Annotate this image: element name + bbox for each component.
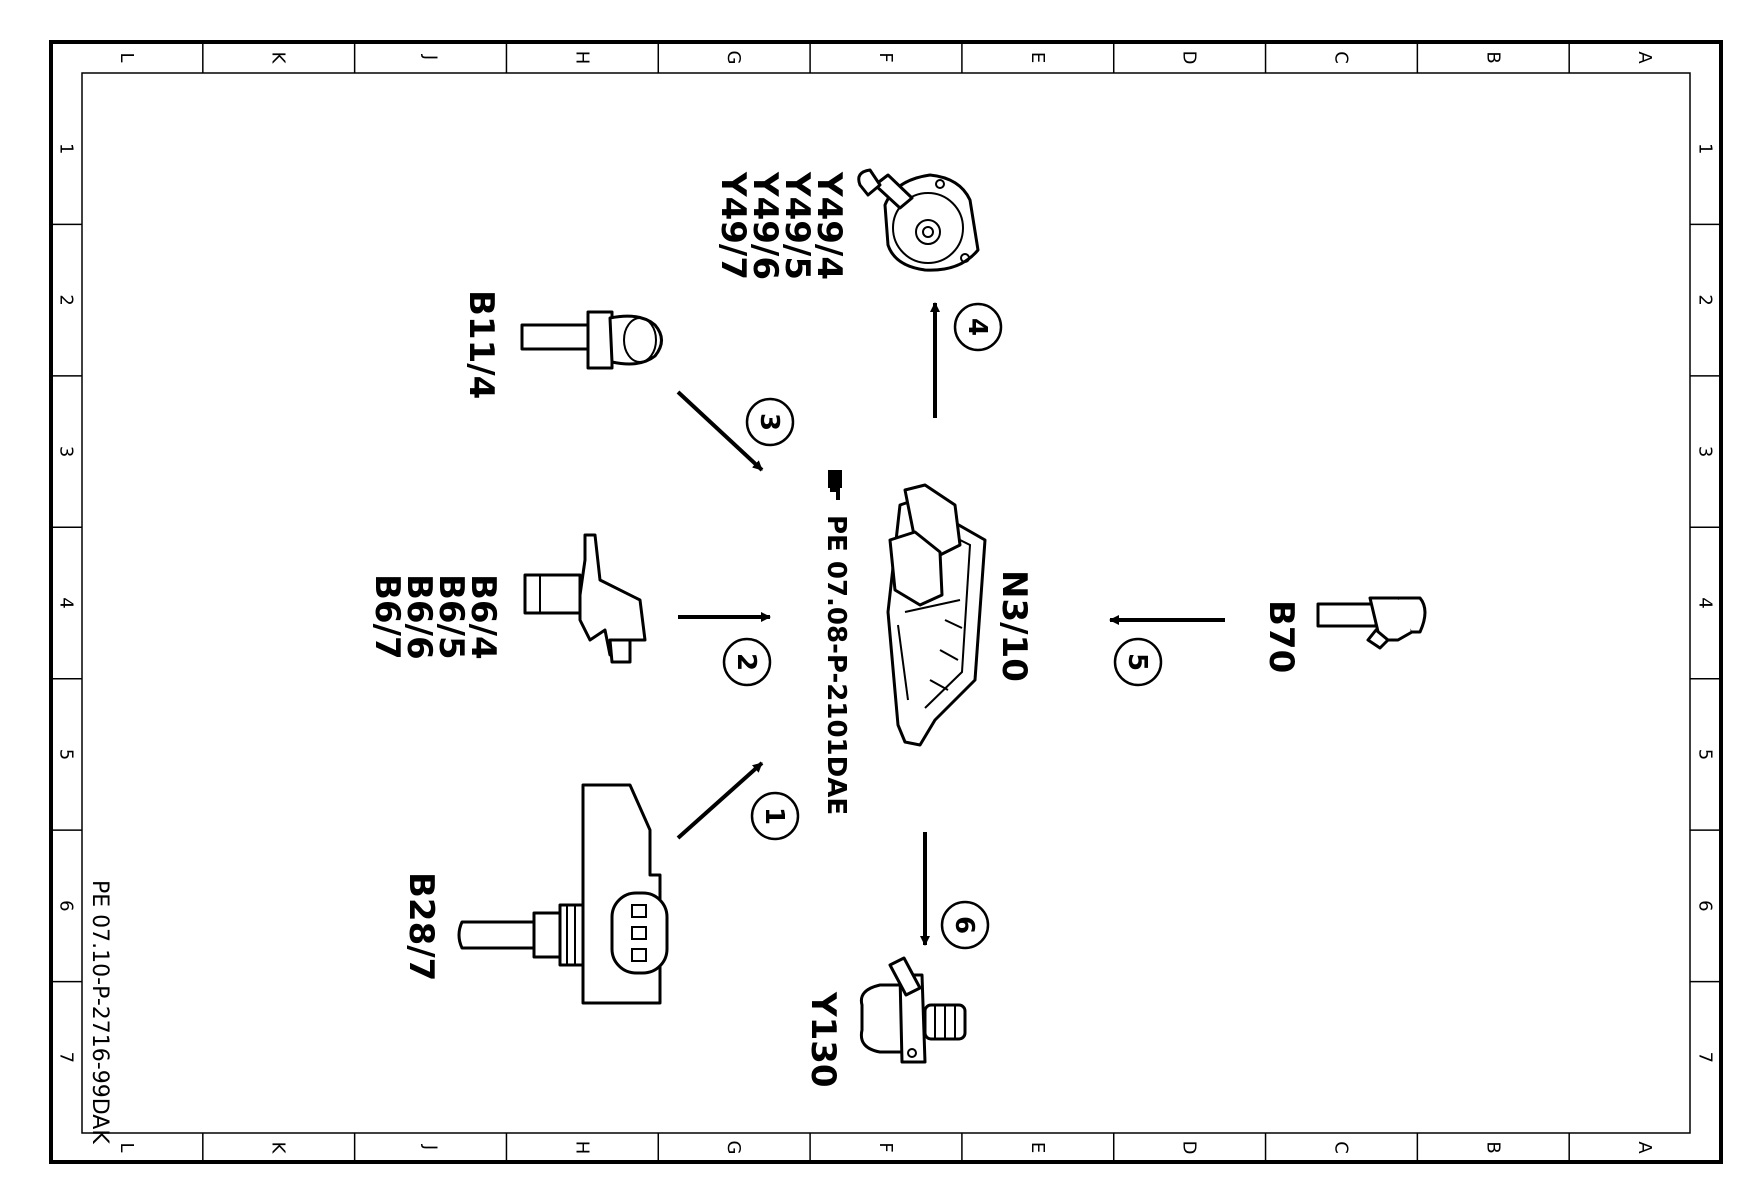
frame-column-label: H <box>571 51 592 65</box>
frame-row-label: 7 <box>56 1052 77 1063</box>
frame-column-label: F <box>875 52 896 62</box>
svg-text:3: 3 <box>754 413 784 431</box>
camshaft-sensor-label-1: B6/4 <box>463 574 503 660</box>
frame-column-label: J <box>420 1144 441 1150</box>
frame-column-label: B <box>1482 51 1503 63</box>
camshaft-actuator-label-3: Y49/6 <box>745 171 785 280</box>
frame-column-label: A <box>1634 51 1655 64</box>
frame-row-label: 6 <box>1695 900 1716 911</box>
drawing-frame <box>49 40 1723 1164</box>
speed-sensor-drawing <box>1316 596 1427 650</box>
frame-row-label: 5 <box>56 749 77 760</box>
frame-column-label: H <box>571 1141 592 1155</box>
camshaft-actuator-label-4: Y49/7 <box>713 171 753 280</box>
signal-marker-1: 1 <box>750 791 800 841</box>
oil-pump-valve-drawing <box>859 956 967 1064</box>
control-unit-drawing <box>886 483 987 747</box>
camshaft-sensor-label-3: B6/6 <box>399 574 439 660</box>
oil-pump-valve-label: Y130 <box>803 991 843 1088</box>
frame-column-label: G <box>723 1141 744 1155</box>
reference-link[interactable]: PE 07.08-P-2101DAE <box>821 515 851 815</box>
arrow-signal-1 <box>676 761 764 840</box>
frame-row-label: 3 <box>1695 446 1716 457</box>
frame-row-label: 5 <box>1695 749 1716 760</box>
signal-marker-2: 2 <box>722 637 772 687</box>
frame-column-label: D <box>1179 51 1200 65</box>
frame-column-label: D <box>1179 1141 1200 1155</box>
frame-column-label: F <box>875 1142 896 1152</box>
speed-sensor-label: B70 <box>1261 600 1301 673</box>
frame-row-label: 2 <box>1695 294 1716 305</box>
camshaft-actuator-drawing <box>857 168 980 272</box>
signal-marker-5: 5 <box>1113 637 1163 687</box>
camshaft-actuator-label-2: Y49/5 <box>777 171 817 280</box>
frame-column-label: K <box>268 52 289 65</box>
frame-row-label: 1 <box>56 143 77 154</box>
frame-column-label: C <box>1330 51 1351 64</box>
camshaft-sensor-drawing <box>523 533 647 664</box>
arrow-signal-3 <box>676 390 764 472</box>
frame-column-label: L <box>116 52 137 62</box>
camshaft-sensor-label-4: B6/7 <box>367 574 407 660</box>
frame-row-label: 3 <box>56 446 77 457</box>
frame-column-label: B <box>1482 1141 1503 1153</box>
frame-column-label: C <box>1330 1141 1351 1154</box>
svg-text:2: 2 <box>731 653 761 671</box>
oil-pressure-sensor-drawing <box>457 783 669 1005</box>
frame-row-label: 6 <box>56 900 77 911</box>
frame-row-label: 7 <box>1695 1052 1716 1063</box>
camshaft-actuator-label-1: Y49/4 <box>809 171 849 280</box>
signal-markers: 1 2 3 4 5 6 <box>722 302 1163 950</box>
pointing-hand-icon <box>828 470 842 500</box>
frame-column-label: E <box>1027 52 1048 63</box>
signal-marker-3: 3 <box>745 397 795 447</box>
svg-text:6: 6 <box>949 916 979 934</box>
svg-text:4: 4 <box>962 318 992 336</box>
frame-row-label: 2 <box>56 294 77 305</box>
frame-column-label: L <box>116 1142 137 1152</box>
control-unit-label: N3/10 <box>994 570 1034 682</box>
signal-marker-4: 4 <box>953 302 1003 352</box>
frame-column-label: G <box>723 51 744 65</box>
temperature-sensor-label: B11/4 <box>461 290 501 399</box>
frame-column-label: A <box>1634 1141 1655 1154</box>
frame-row-label: 4 <box>56 597 77 608</box>
camshaft-sensor-label-2: B6/5 <box>431 574 471 660</box>
frame-column-label: E <box>1027 1142 1048 1153</box>
drawing-id-label: PE 07.10-P-2716-99DAK <box>87 880 112 1144</box>
oil-pressure-sensor-label: B28/7 <box>401 872 441 981</box>
signal-marker-6: 6 <box>940 900 990 950</box>
frame-column-label: J <box>420 54 441 60</box>
frame-row-label: 4 <box>1695 597 1716 608</box>
svg-text:1: 1 <box>759 807 789 825</box>
signal-arrows <box>676 302 1225 946</box>
frame-labels: L L K K J J H H G G F F E E D D C C B B A A 1 1 2 2 3 3 4 4 5 5 6 6 7 7 <box>56 51 1716 1155</box>
frame-column-label: K <box>268 1142 289 1155</box>
temperature-sensor-drawing <box>520 310 663 370</box>
frame-row-label: 1 <box>1695 143 1716 154</box>
svg-text:5: 5 <box>1122 653 1152 671</box>
